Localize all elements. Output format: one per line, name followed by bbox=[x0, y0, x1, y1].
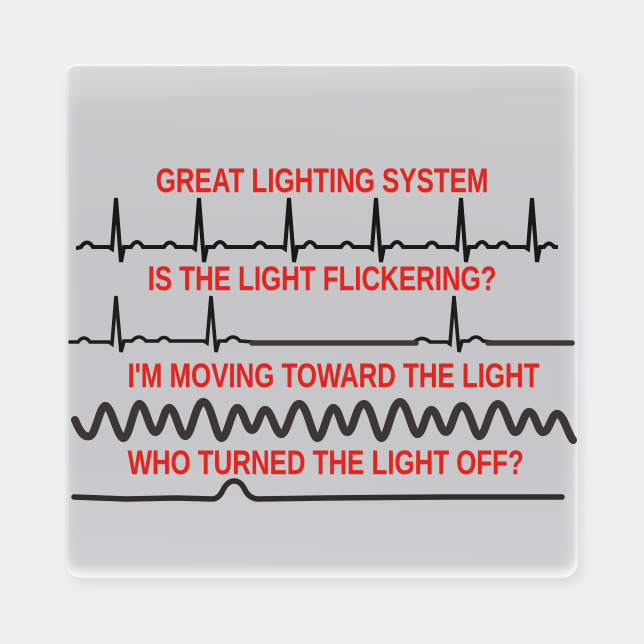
caption-who-turned-the-light-off: WHO TURNED THE LIGHT OFF? bbox=[127, 443, 524, 483]
caption-great-lighting-system: GREAT LIGHTING SYSTEM bbox=[155, 161, 489, 201]
magnet-tile: GREAT LIGHTING SYSTEM IS THE LIGHT FLICK… bbox=[66, 64, 578, 578]
ekg-trace-flatline-blip-icon bbox=[71, 478, 565, 502]
ekg-trace-normal-sinus-icon bbox=[76, 197, 558, 263]
ekg-trace-fibrillation-icon bbox=[71, 398, 577, 444]
ekg-trace-flickering-icon bbox=[68, 295, 575, 353]
caption-moving-toward-the-light: I'M MOVING TOWARD THE LIGHT bbox=[127, 356, 540, 396]
caption-is-the-light-flickering: IS THE LIGHT FLICKERING? bbox=[147, 259, 497, 299]
